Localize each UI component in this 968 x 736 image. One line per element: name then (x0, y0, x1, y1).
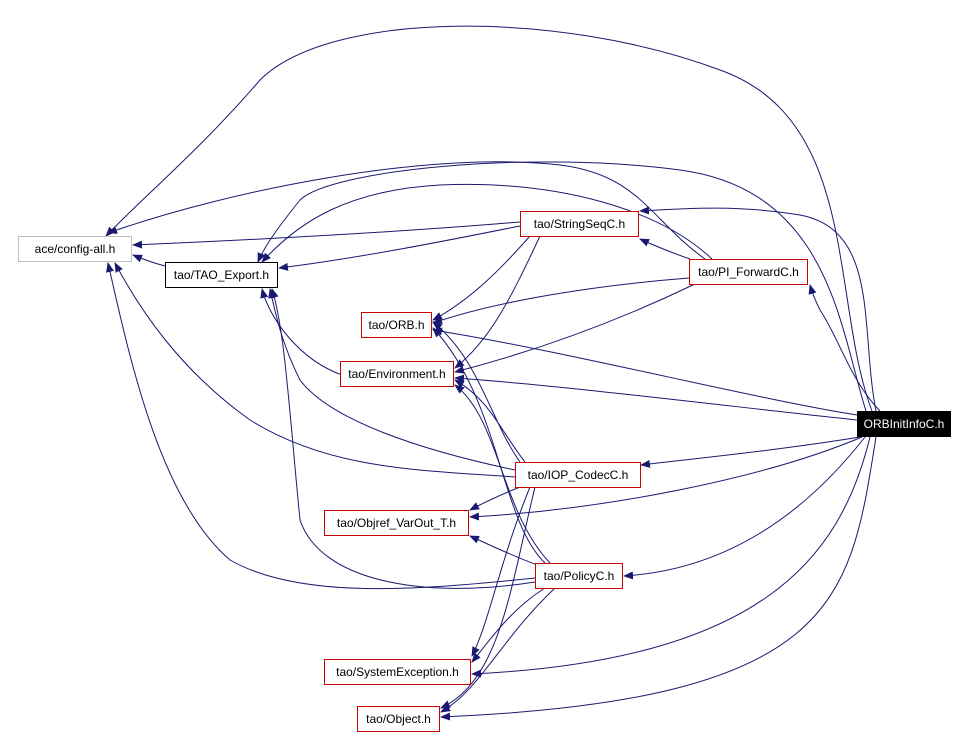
edge-pi_forward-to-config_all (107, 161, 706, 260)
node-box (361, 312, 432, 338)
node-stringseq[interactable]: tao/StringSeqC.h (520, 211, 639, 237)
node-config-all[interactable]: ace/config-all.h (18, 236, 132, 262)
node-environment[interactable]: tao/Environment.h (340, 361, 454, 387)
node-label: tao/TAO_Export.h (174, 268, 269, 282)
edge-iop_codec-to-objref (469, 486, 521, 511)
edge-pi_forward-to-stringseq (639, 238, 691, 260)
node-iop-codec[interactable]: tao/IOP_CodecC.h (515, 462, 641, 488)
edge-iop_codec-to-environment (454, 379, 526, 463)
node-label: ORBInitInfoC.h (864, 417, 945, 431)
edge-orbinitinfo-to-policy (623, 436, 866, 580)
node-box (520, 211, 639, 237)
edge-stringseq-to-orb (432, 235, 531, 321)
edge-orbinitinfo-to-orb (432, 327, 858, 416)
edge-tao_export-to-config_all (132, 254, 166, 267)
node-label: tao/Environment.h (348, 367, 445, 381)
edge-orbinitinfo-to-environment (454, 374, 858, 421)
node-box (324, 659, 471, 685)
node-box (18, 236, 132, 262)
edge-policy-to-environment (454, 384, 551, 564)
edge-stringseq-to-tao_export (278, 225, 521, 271)
node-label: tao/SystemException.h (336, 665, 459, 679)
edge-iop_codec-to-tao_export (268, 288, 516, 471)
node-label: tao/PI_ForwardC.h (698, 265, 799, 279)
edge-stringseq-to-config_all (132, 221, 521, 249)
node-objref[interactable]: tao/Objref_VarOut_T.h (324, 510, 469, 536)
edge-policy-to-orb (432, 327, 546, 564)
edge-pi_forward-to-environment (454, 283, 696, 374)
edge-iop_codec-to-sysexc (471, 486, 531, 657)
node-tao-export[interactable]: tao/TAO_Export.h (165, 262, 278, 288)
edge-orbinitinfo-to-tao_export (257, 161, 867, 412)
edge-orbinitinfo-to-sysexc (471, 436, 871, 678)
node-label: tao/StringSeqC.h (534, 217, 625, 231)
node-box (165, 262, 278, 288)
nodes: ace/config-all.h tao/TAO_Export.h tao/Stri… (18, 211, 951, 732)
edge-orbinitinfo-to-config_all (105, 25, 873, 412)
node-pi-forward[interactable]: tao/PI_ForwardC.h (689, 259, 808, 285)
edge-stringseq-to-environment (454, 235, 541, 369)
node-label: ace/config-all.h (35, 242, 116, 256)
edge-pi_forward-to-orb (432, 277, 690, 324)
node-label: tao/Objref_VarOut_T.h (337, 516, 456, 530)
node-box (324, 510, 469, 536)
edge-policy-to-tao_export (270, 288, 536, 589)
edge-orbinitinfo-to-object (440, 436, 877, 721)
node-label: tao/PolicyC.h (544, 569, 615, 583)
node-box (857, 411, 951, 437)
edges (105, 25, 881, 721)
edge-orbinitinfo-to-pi_forward (808, 284, 881, 412)
node-policy[interactable]: tao/PolicyC.h (535, 563, 623, 589)
node-box (357, 706, 440, 732)
node-label: tao/ORB.h (368, 318, 424, 332)
edge-environment-to-tao_export (260, 288, 343, 376)
edge-iop_codec-to-object (440, 486, 536, 709)
node-label: tao/Object.h (366, 712, 431, 726)
node-box (515, 462, 641, 488)
edge-pi_forward-to-tao_export (261, 183, 713, 263)
node-orb[interactable]: tao/ORB.h (361, 312, 432, 338)
edge-orbinitinfo-to-objref (469, 436, 863, 521)
edge-policy-to-objref (469, 535, 541, 567)
edge-policy-to-object (440, 587, 556, 713)
edge-orbinitinfo-to-iop_codec (640, 436, 861, 468)
edge-iop_codec-to-config_all (114, 262, 516, 478)
node-box (689, 259, 808, 285)
node-orbinitinfo: ORBInitInfoC.h (857, 411, 951, 437)
node-box (535, 563, 623, 589)
edge-iop_codec-to-orb (432, 321, 521, 463)
node-sysexc[interactable]: tao/SystemException.h (324, 659, 471, 685)
node-label: tao/IOP_CodecC.h (528, 468, 629, 482)
edge-orbinitinfo-to-stringseq (639, 206, 877, 412)
node-box (340, 361, 454, 387)
node-object[interactable]: tao/Object.h (357, 706, 440, 732)
